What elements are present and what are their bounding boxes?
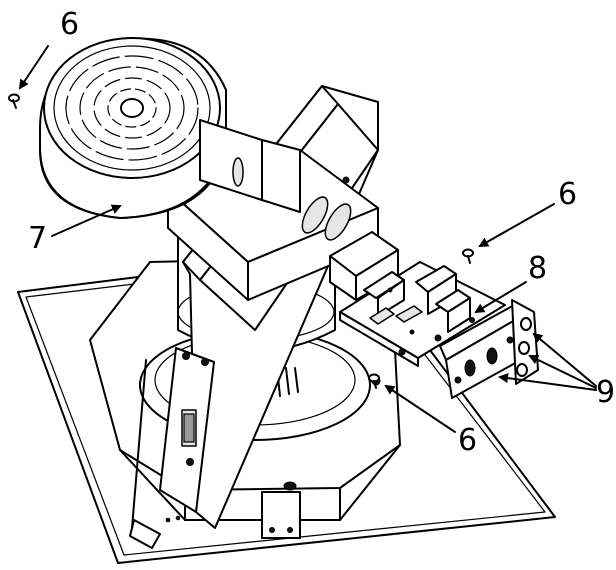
callout-circuit-board: 8 <box>528 251 547 286</box>
callout-fan-housing: 7 <box>28 221 47 256</box>
fan-housing <box>39 37 301 219</box>
screw-top-left <box>8 93 20 109</box>
callout-screw-bottom: 6 <box>458 423 477 458</box>
circuit-board <box>339 261 506 367</box>
callout-connectors: 9 <box>596 375 615 410</box>
fan-grille <box>65 55 199 161</box>
callout-screw-top-left: 6 <box>60 7 79 42</box>
screw-bottom <box>368 373 380 389</box>
connector-plate <box>439 299 539 399</box>
screw-right <box>462 248 474 264</box>
leader-lines <box>18 45 597 433</box>
callout-screw-right: 6 <box>558 177 577 212</box>
